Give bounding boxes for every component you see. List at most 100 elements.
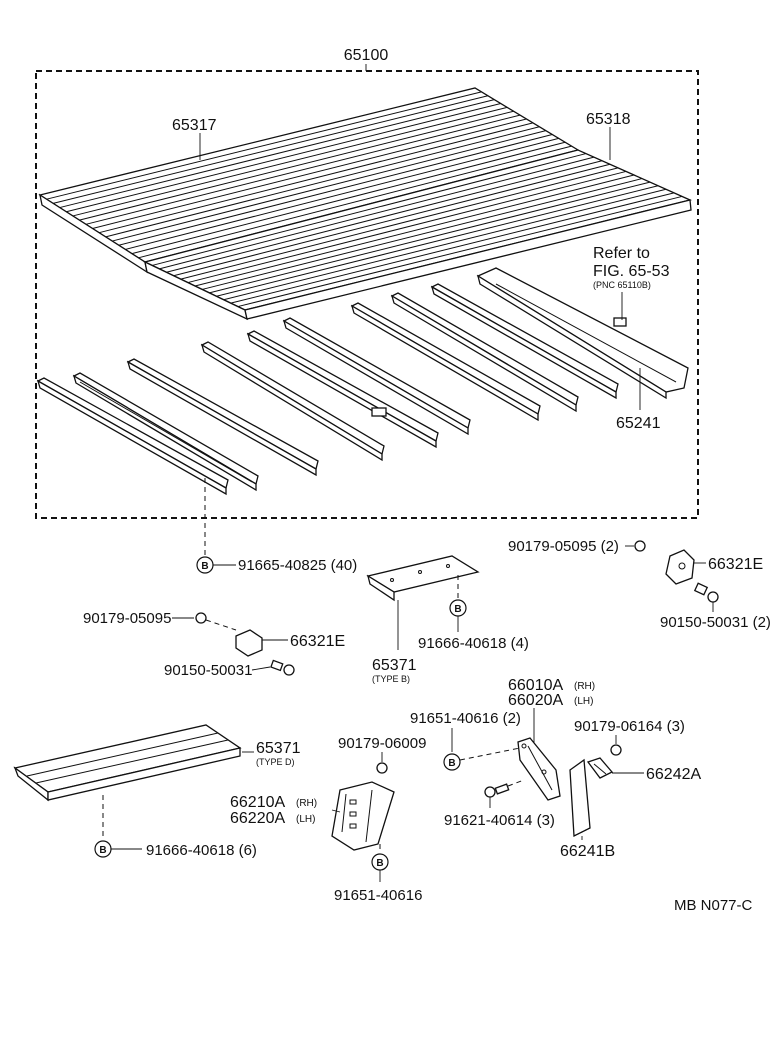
hinge-bolt-number: 91651-40616	[334, 887, 422, 904]
floor-rib	[194, 174, 635, 287]
rear-panel-number: 65318	[586, 111, 631, 128]
floor-rib	[166, 160, 603, 273]
mudguard-bracket-lh-number: 66020A	[508, 692, 563, 709]
floor-rib	[125, 137, 559, 250]
mudflap-number: 66241B	[560, 843, 615, 860]
floor-ribs-rear	[152, 153, 683, 308]
mudguard-bolt-dash	[459, 747, 521, 761]
hinge-bolt-bubble: B	[371, 853, 389, 871]
floor-crossmember-1	[36, 377, 229, 496]
floor-rib	[98, 122, 534, 234]
floor-rib	[53, 95, 488, 204]
floor-crossmember-4	[200, 341, 385, 462]
flap-screw	[484, 783, 510, 798]
mudguard-bolt-bubble: B	[443, 753, 461, 771]
floor-rib	[159, 156, 595, 270]
flap-nut	[610, 744, 622, 756]
type-b-bolt-number: 91666-40618 (4)	[418, 635, 529, 652]
floor-rib	[237, 195, 683, 308]
crossmember-type-d	[13, 724, 242, 802]
right-bolt-number: 90150-50031 (2)	[660, 614, 771, 631]
type-b-type: (TYPE B)	[372, 674, 410, 684]
mudguard-bolt-number: 91651-40616 (2)	[410, 710, 521, 727]
side-rail	[476, 267, 689, 400]
flap-screw-dash	[507, 779, 525, 787]
type-d-number: 65371	[256, 740, 301, 757]
hinge-lh-number: 66220A	[230, 810, 285, 827]
svg-text:B: B	[99, 845, 106, 856]
floor-rib	[209, 181, 651, 294]
mudguard-bracket	[517, 737, 561, 801]
floor-rib	[118, 134, 553, 246]
floor-rib	[152, 153, 587, 266]
retainer-number: 66242A	[646, 766, 701, 783]
svg-text:B: B	[454, 604, 461, 615]
type-b-bolt-bubble: B	[449, 599, 467, 617]
hinge-rh-number: 66210A	[230, 794, 285, 811]
right-nut-number: 90179-05095 (2)	[508, 538, 619, 555]
svg-text:B: B	[201, 561, 208, 572]
hinge-leader	[331, 809, 341, 813]
floor-rib	[131, 141, 566, 255]
hinge-nut-number: 90179-06009	[338, 735, 426, 752]
floor-ribs-front	[46, 91, 572, 259]
floor-rib	[72, 106, 508, 217]
floor-crossmember-5	[246, 330, 439, 449]
hinge-nut	[376, 762, 388, 774]
floor-rib	[85, 114, 521, 225]
floor-crossmember-2	[72, 372, 259, 492]
left-nut-dash	[205, 619, 237, 631]
type-d-bolt-number: 91666-40618 (6)	[146, 842, 257, 859]
assembly-boundary	[35, 70, 699, 519]
left-nut-number: 90179-05095	[83, 610, 171, 627]
flap-nut-number: 90179-06164 (3)	[574, 718, 685, 735]
floor-rib	[230, 192, 675, 304]
right-bolt	[693, 582, 719, 603]
hinge-bracket	[331, 781, 395, 851]
floor-rib	[112, 130, 546, 242]
floor-panel-front	[38, 87, 580, 274]
side-rail-number: 65241	[616, 415, 661, 432]
flap-screw-number: 91621-40614 (3)	[444, 812, 555, 829]
floor-rib	[105, 126, 540, 238]
floor-rib	[46, 91, 482, 200]
crossmember-type-b	[366, 555, 480, 602]
floor-rib	[79, 110, 514, 221]
type-d-bolt-bubble: B	[94, 840, 112, 858]
type-d-type: (TYPE D)	[256, 757, 295, 767]
left-bolt-leader	[251, 666, 271, 671]
front-panel-number: 65317	[172, 117, 217, 134]
hinge-rh-tag: (RH)	[296, 798, 317, 809]
floor-crossmember-9	[430, 283, 619, 400]
mudguard-bracket-lh-tag: (LH)	[574, 696, 593, 707]
floor-rib	[187, 170, 627, 284]
floor-rib	[202, 178, 643, 290]
right-bracket	[665, 549, 695, 585]
left-bolt	[270, 659, 295, 676]
retainer	[586, 757, 614, 779]
svg-text:B: B	[376, 858, 383, 869]
floor-rib	[66, 103, 501, 213]
svg-text:B: B	[448, 758, 455, 769]
figure-code: MB N077-C	[674, 897, 753, 914]
assembly-number: 65100	[344, 47, 389, 64]
floor-crossmember-7	[350, 302, 541, 422]
floor-bolt-bubble: B	[196, 556, 214, 574]
right-nut	[634, 540, 646, 552]
mudflap	[569, 758, 591, 838]
floor-crossmember-6	[282, 317, 471, 436]
left-bracket	[235, 629, 263, 657]
refer-to-text: Refer to	[593, 245, 650, 262]
right-bracket-number: 66321E	[708, 556, 763, 573]
floor-rib	[180, 167, 619, 280]
floor-rib	[138, 145, 572, 259]
left-bolt-number: 90150-50031	[164, 662, 252, 679]
floor-crossmember-3	[126, 358, 319, 477]
floor-rib	[59, 99, 495, 209]
left-bracket-number: 66321E	[290, 633, 345, 650]
left-nut	[195, 612, 207, 624]
floor-rib	[92, 118, 527, 229]
mudguard-bracket-rh-number: 66010A	[508, 677, 563, 694]
floor-rib	[223, 188, 667, 301]
